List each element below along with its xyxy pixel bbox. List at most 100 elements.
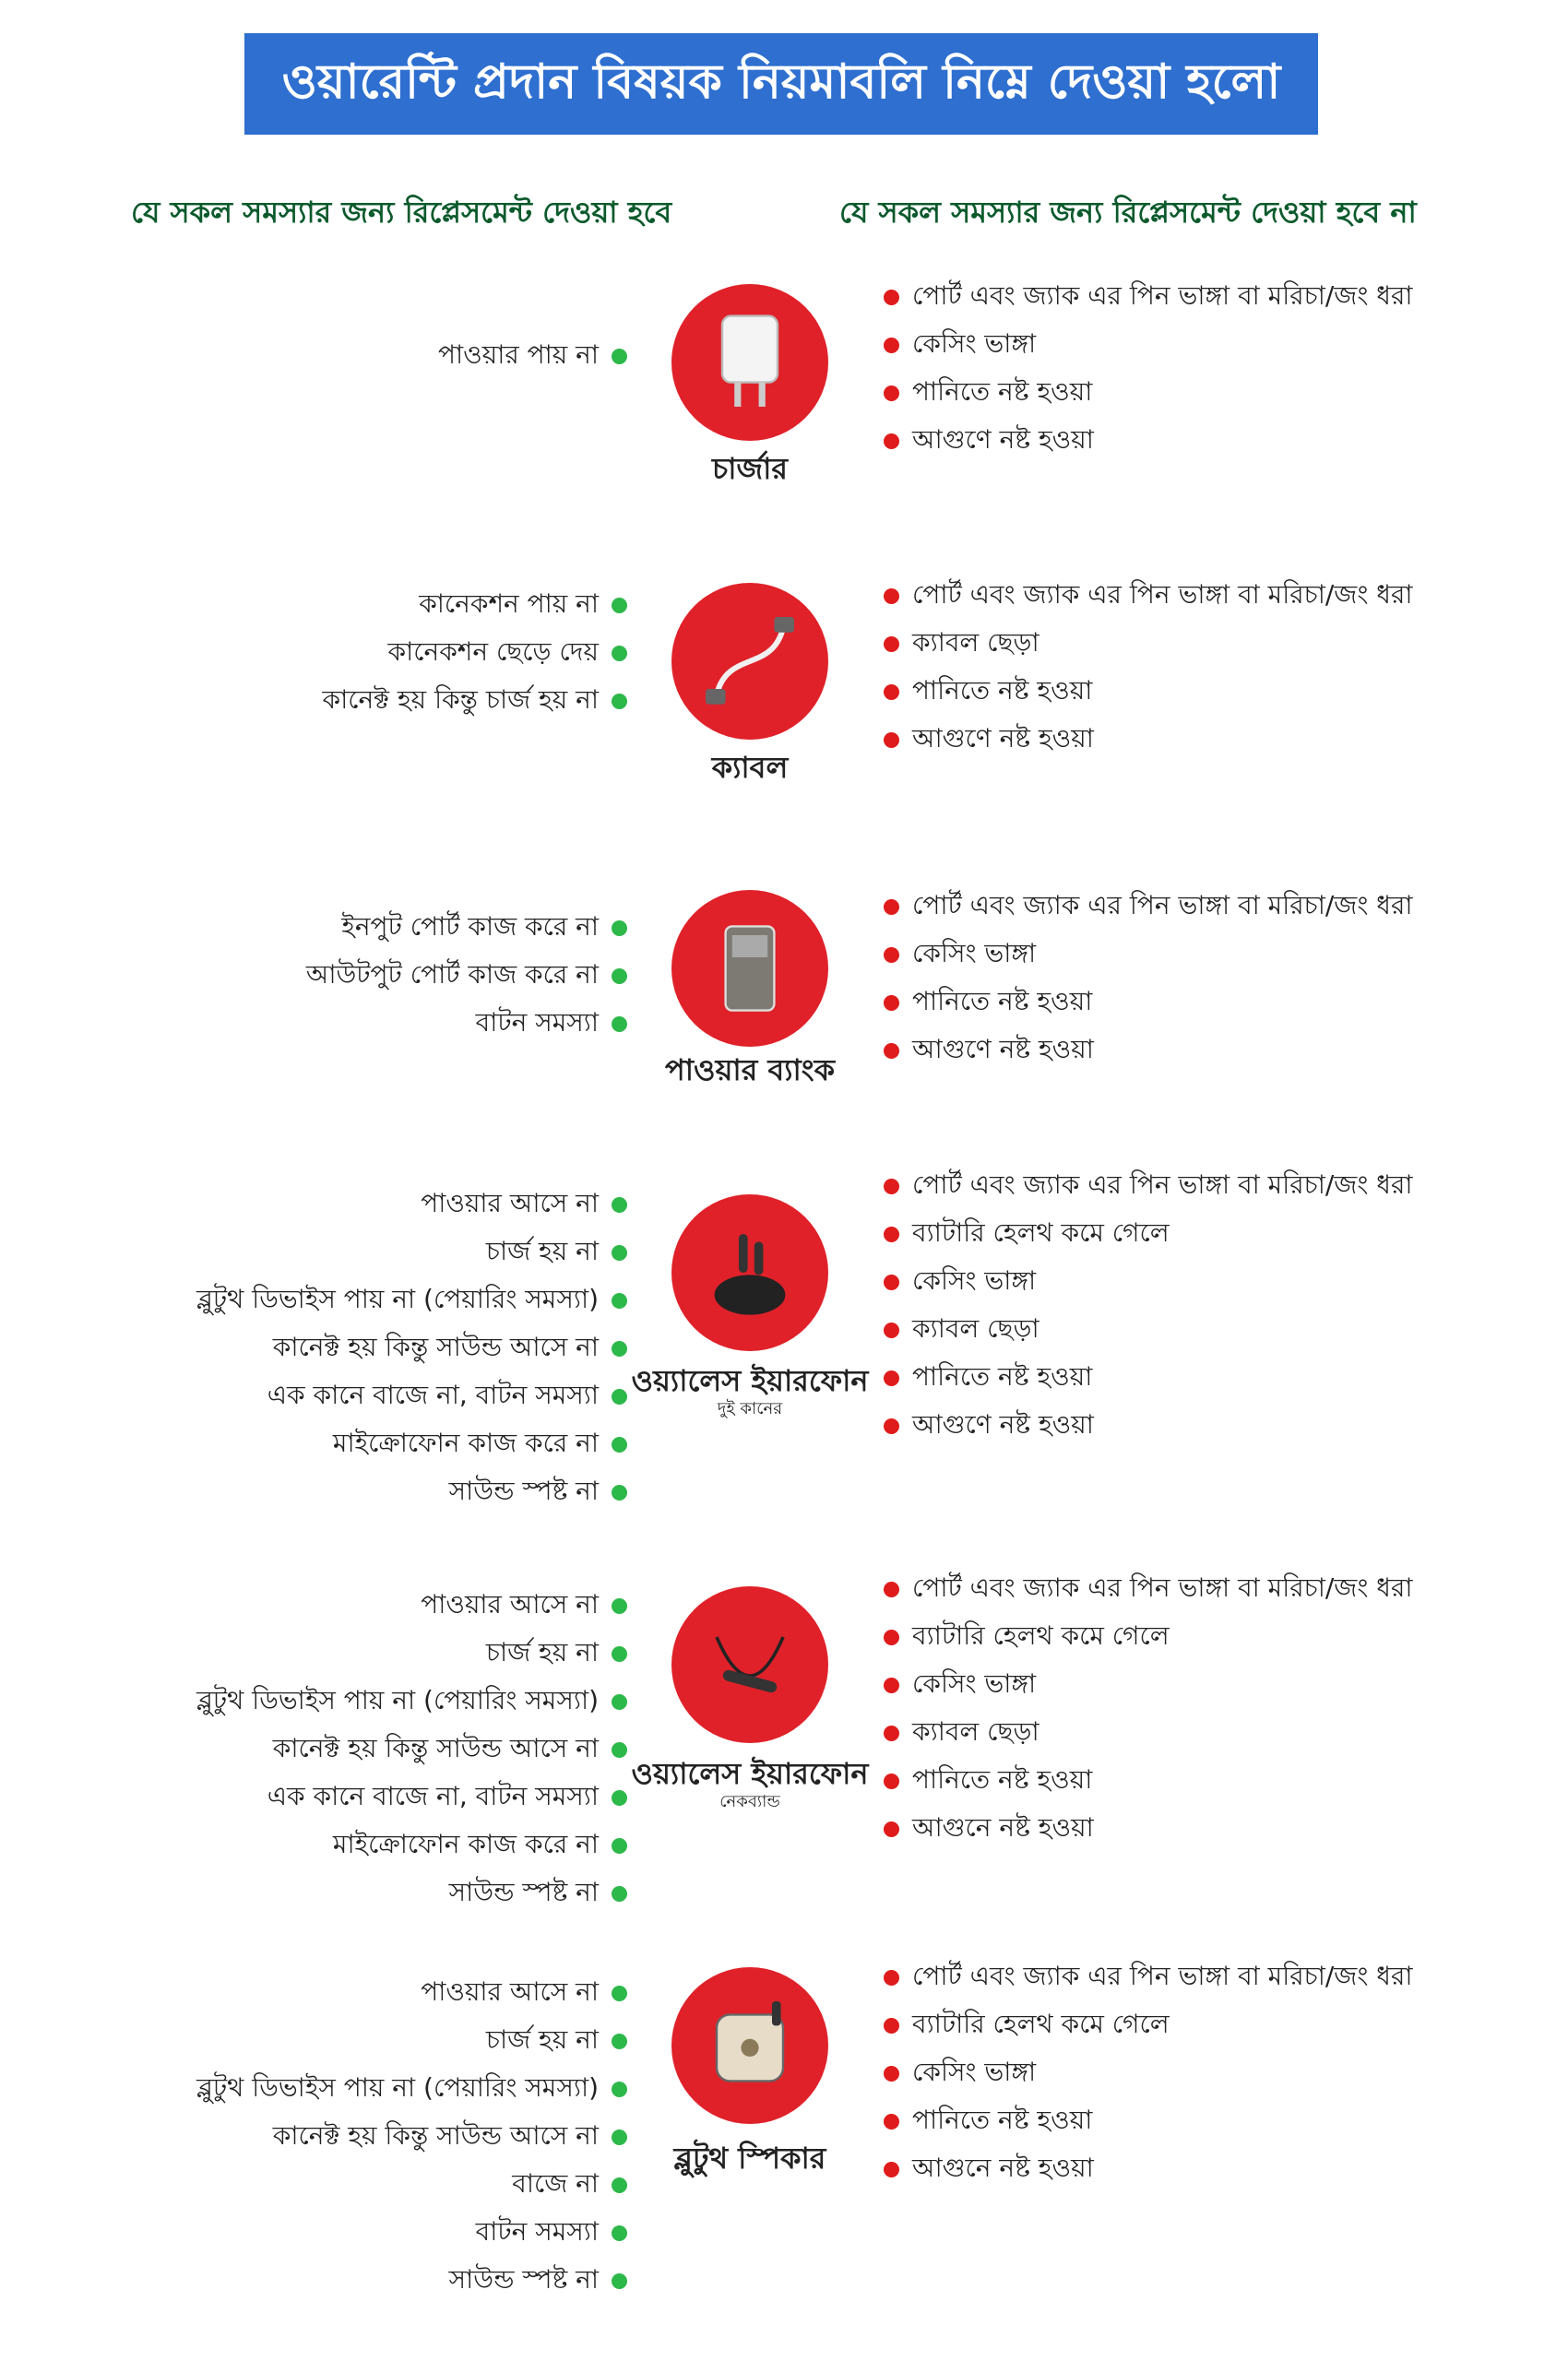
- no-replace-item-text: আগুনে নষ্ট হওয়া: [912, 1811, 1094, 1843]
- speaker-icon: [695, 1990, 805, 2101]
- page-title-banner: ওয়ারেন্টি প্রদান বিষয়ক নিয়মাবলি নিম্ন…: [244, 33, 1318, 135]
- replace-item: সাউন্ড স্পষ্ট না: [449, 1869, 627, 1917]
- red-bullet-icon: [884, 433, 899, 449]
- red-bullet-icon: [884, 994, 899, 1011]
- green-bullet-icon: [612, 597, 627, 613]
- replace-item-text: ব্লুটুথ ডিভাইস পায় না (পেয়ারিং সমস্যা): [196, 1283, 599, 1314]
- no-replace-item: কেসিং ভাঙ্গা: [884, 2049, 1036, 2097]
- no-replace-item-text: আগুণে নষ্ট হওয়া: [912, 1408, 1094, 1440]
- red-bullet-icon: [884, 1677, 899, 1693]
- no-replace-item: আগুনে নষ্ট হওয়া: [884, 1805, 1094, 1853]
- green-bullet-icon: [612, 2225, 627, 2241]
- replace-item-text: কানেক্ট হয় কিন্তু চার্জ হয় না: [322, 683, 600, 715]
- red-bullet-icon: [884, 683, 899, 700]
- no-replace-item-text: ব্যাটারি হেলথ কমে গেলে: [912, 2008, 1170, 2039]
- green-bullet-icon: [612, 1292, 627, 1309]
- no-replace-item-text: পানিতে নষ্ট হওয়া: [912, 1763, 1093, 1795]
- replace-list: পাওয়ার পায় না: [438, 332, 627, 380]
- replace-item-text: সাউন্ড স্পষ্ট না: [448, 2263, 599, 2295]
- no-replace-item: পোর্ট এবং জ্যাক এর পিন ভাঙ্গা বা মরিচা/জ…: [884, 883, 1413, 931]
- green-bullet-icon: [612, 1244, 627, 1261]
- green-bullet-icon: [612, 1789, 627, 1806]
- replace-item-text: কানেক্ট হয় কিন্তু সাউন্ড আসে না: [272, 1732, 599, 1763]
- no-replace-item: পোর্ট এবং জ্যাক এর পিন ভাঙ্গা বা মরিচা/জ…: [884, 273, 1413, 321]
- replace-item: কানেক্ট হয় কিন্তু সাউন্ড আসে না: [273, 1726, 627, 1774]
- red-bullet-icon: [884, 1629, 899, 1645]
- no-replace-item: পোর্ট এবং জ্যাক এর পিন ভাঙ্গা বা মরিচা/জ…: [884, 1162, 1413, 1210]
- no-replace-item: আগুণে নষ্ট হওয়া: [884, 1026, 1094, 1074]
- product-image-circle: [671, 284, 828, 441]
- red-bullet-icon: [884, 635, 899, 652]
- replace-item: মাইক্রোফোন কাজ করে না: [333, 1420, 627, 1468]
- green-bullet-icon: [612, 1837, 627, 1854]
- red-bullet-icon: [884, 385, 899, 401]
- red-bullet-icon: [884, 1773, 899, 1789]
- replace-item: বাটন সমস্যা: [476, 2209, 627, 2257]
- green-bullet-icon: [612, 1484, 627, 1501]
- replace-item: কানেক্ট হয় কিন্তু সাউন্ড আসে না: [273, 2113, 627, 2161]
- cable-icon: [695, 606, 805, 717]
- replace-item-text: মাইক্রোফোন কাজ করে না: [332, 1828, 599, 1859]
- replace-item-text: পাওয়ার আসে না: [421, 1588, 599, 1619]
- product-subtype: দুই কানের: [717, 1399, 783, 1418]
- red-bullet-icon: [884, 587, 899, 604]
- replace-item: চার্জ হয় না: [486, 1630, 627, 1678]
- neckband-icon: [695, 1609, 805, 1720]
- replace-item-text: কানেকশন ছেড়ে দেয়: [387, 635, 599, 667]
- replace-item-text: বাজে না: [512, 2167, 599, 2199]
- product-image-circle: [671, 1967, 828, 2124]
- replace-item-text: চার্জ হয় না: [485, 1636, 599, 1667]
- red-bullet-icon: [884, 1370, 899, 1386]
- no-replace-item: ক্যাবল ছেড়া: [884, 620, 1039, 668]
- no-replace-list: পোর্ট এবং জ্যাক এর পিন ভাঙ্গা বা মরিচা/জ…: [884, 273, 1413, 465]
- no-replace-item-text: পোর্ট এবং জ্যাক এর পিন ভাঙ্গা বা মরিচা/জ…: [912, 889, 1413, 920]
- green-bullet-icon: [612, 1340, 627, 1357]
- no-replace-list: পোর্ট এবং জ্যাক এর পিন ভাঙ্গা বা মরিচা/জ…: [884, 883, 1413, 1074]
- replace-item: পাওয়ার আসে না: [421, 1582, 627, 1630]
- red-bullet-icon: [884, 1178, 899, 1194]
- green-bullet-icon: [612, 1693, 627, 1710]
- green-bullet-icon: [612, 1196, 627, 1213]
- green-bullet-icon: [612, 2081, 627, 2097]
- green-bullet-icon: [612, 1597, 627, 1614]
- replace-item-text: চার্জ হয় না: [485, 1235, 599, 1266]
- replace-item: বাটন সমস্যা: [476, 1000, 627, 1048]
- replace-item-text: এক কানে বাজে না, বাটন সমস্যা: [267, 1780, 599, 1811]
- red-bullet-icon: [884, 1725, 899, 1741]
- replace-column-header: যে সকল সমস্যার জন্য রিপ্লেসমেন্ট দেওয়া …: [131, 195, 672, 230]
- no-replace-item: পোর্ট এবং জ্যাক এর পিন ভাঙ্গা বা মরিচা/জ…: [884, 572, 1413, 620]
- green-bullet-icon: [612, 1015, 627, 1032]
- replace-item-text: ব্লুটুথ ডিভাইস পায় না (পেয়ারিং সমস্যা): [196, 1684, 599, 1715]
- no-replace-item: ব্যাটারি হেলথ কমে গেলে: [884, 1210, 1170, 1258]
- green-bullet-icon: [612, 1885, 627, 1902]
- no-replace-item: পানিতে নষ্ট হওয়া: [884, 979, 1092, 1026]
- no-replace-item: কেসিং ভাঙ্গা: [884, 1661, 1036, 1709]
- no-replace-list: পোর্ট এবং জ্যাক এর পিন ভাঙ্গা বা মরিচা/জ…: [884, 1953, 1413, 2193]
- no-replace-item: আগুণে নষ্ট হওয়া: [884, 417, 1094, 465]
- replace-list: কানেকশন পায় নাকানেকশন ছেড়ে দেয়কানেক্ট…: [322, 581, 627, 725]
- no-replace-item: কেসিং ভাঙ্গা: [884, 321, 1036, 369]
- product-image-circle: [671, 583, 828, 740]
- replace-item: কানেক্ট হয় কিন্তু চার্জ হয় না: [322, 677, 627, 725]
- product-name: ব্লুটুথ স্পিকার: [673, 2141, 826, 2176]
- replace-item-text: কানেক্ট হয় কিন্তু সাউন্ড আসে না: [272, 2119, 599, 2151]
- red-bullet-icon: [884, 2113, 899, 2130]
- replace-list: পাওয়ার আসে না চার্জ হয় না ব্লুটুথ ডিভাইস…: [196, 1582, 627, 1917]
- no-replace-item: কেসিং ভাঙ্গা: [884, 931, 1036, 979]
- replace-item: পাওয়ার পায় না: [438, 332, 627, 380]
- no-replace-list: পোর্ট এবং জ্যাক এর পিন ভাঙ্গা বা মরিচা/জ…: [884, 1565, 1413, 1853]
- no-replace-item-text: পোর্ট এবং জ্যাক এর পিন ভাঙ্গা বা মরিচা/জ…: [912, 279, 1413, 311]
- green-bullet-icon: [612, 348, 627, 364]
- no-replace-item: পোর্ট এবং জ্যাক এর পিন ভাঙ্গা বা মরিচা/জ…: [884, 1953, 1413, 2001]
- no-replace-item: ক্যাবল ছেড়া: [884, 1709, 1039, 1757]
- red-bullet-icon: [884, 1581, 899, 1597]
- replace-item: ব্লুটুথ ডিভাইস পায় না (পেয়ারিং সমস্যা): [196, 1276, 627, 1324]
- replace-item: বাজে না: [512, 2161, 627, 2209]
- replace-item-text: পাওয়ার পায় না: [437, 338, 599, 370]
- red-bullet-icon: [884, 1322, 899, 1338]
- red-bullet-icon: [884, 898, 899, 915]
- no-replace-item-text: পোর্ট এবং জ্যাক এর পিন ভাঙ্গা বা মরিচা/জ…: [912, 578, 1413, 610]
- replace-item: চার্জ হয় না: [486, 1228, 627, 1276]
- no-replace-item: আগুণে নষ্ট হওয়া: [884, 716, 1094, 764]
- replace-item: সাউন্ড স্পষ্ট না: [449, 2257, 627, 2305]
